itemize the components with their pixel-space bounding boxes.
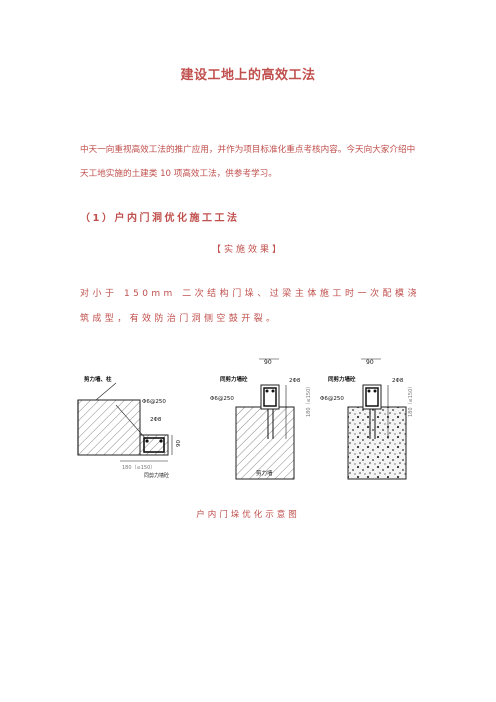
- fig3-top-dim: 90: [366, 359, 374, 366]
- fig2-top-dim: 90: [264, 359, 272, 366]
- fig1-bar-label: 2Φ8: [150, 417, 162, 423]
- diagram-3: 90 同剪力墙砼 2Φ8 Φ6@250 180（≤150）: [320, 358, 414, 480]
- body-paragraph: 对小于 150mm 二次结构门垛、过梁主体施工时一次配模浇筑成型，有效防治门洞侧…: [80, 289, 420, 324]
- fig1-wall-label: 剪力墙、柱: [84, 375, 112, 383]
- figure-caption: 户内门垛优化示意图: [196, 510, 300, 520]
- diagram-1: 剪力墙、柱 Φ6@250 2Φ8 90 180（≤150） 同剪力墙砼: [77, 375, 182, 479]
- fig1-dim-h: 180（≤150）: [122, 465, 155, 471]
- result-subheading: 【实施效果】: [211, 245, 284, 255]
- fig2-bar-label: 2Φ8: [289, 378, 301, 384]
- document-title: 建设工地上的高效工法: [180, 68, 316, 83]
- intro-paragraph: 中天一向重视高效工法的推广应用，并作为项目标准化重点考核内容。今天向大家介绍中天…: [80, 145, 416, 179]
- fig1-dim-v: 90: [176, 440, 182, 447]
- fig3-dim-v: 180（≤150）: [408, 384, 414, 417]
- stirrup: [143, 437, 165, 453]
- wall-hatch-2: [235, 406, 295, 480]
- diagram-2: 90 同剪力墙砼 2Φ8 Φ6@250 180（≤150） 剪力墙: [210, 358, 312, 480]
- fig2-edge-label: 同剪力墙砼: [220, 375, 248, 383]
- fig1-edge-label: 同剪力墙砼: [144, 472, 169, 479]
- door-jamb-diagrams: 剪力墙、柱 Φ6@250 2Φ8 90 180（≤150） 同剪力墙砼 90 同…: [77, 358, 414, 480]
- fig3-bar-label: 2Φ8: [392, 378, 404, 384]
- fig2-dim-v: 180（≤150）: [306, 384, 312, 417]
- fig2-wall-label: 剪力墙: [256, 469, 273, 477]
- wall-speckle-3: [347, 406, 407, 480]
- fig1-rebar-label: Φ6@250: [142, 399, 166, 405]
- fig3-edge-label: 同剪力墙砼: [328, 375, 356, 383]
- fig3-rebar-label: Φ6@250: [320, 396, 344, 402]
- fig2-rebar-label: Φ6@250: [210, 396, 234, 402]
- section-heading: （1）户内门洞优化施工工法: [80, 213, 240, 224]
- wall-hatch: [77, 399, 141, 456]
